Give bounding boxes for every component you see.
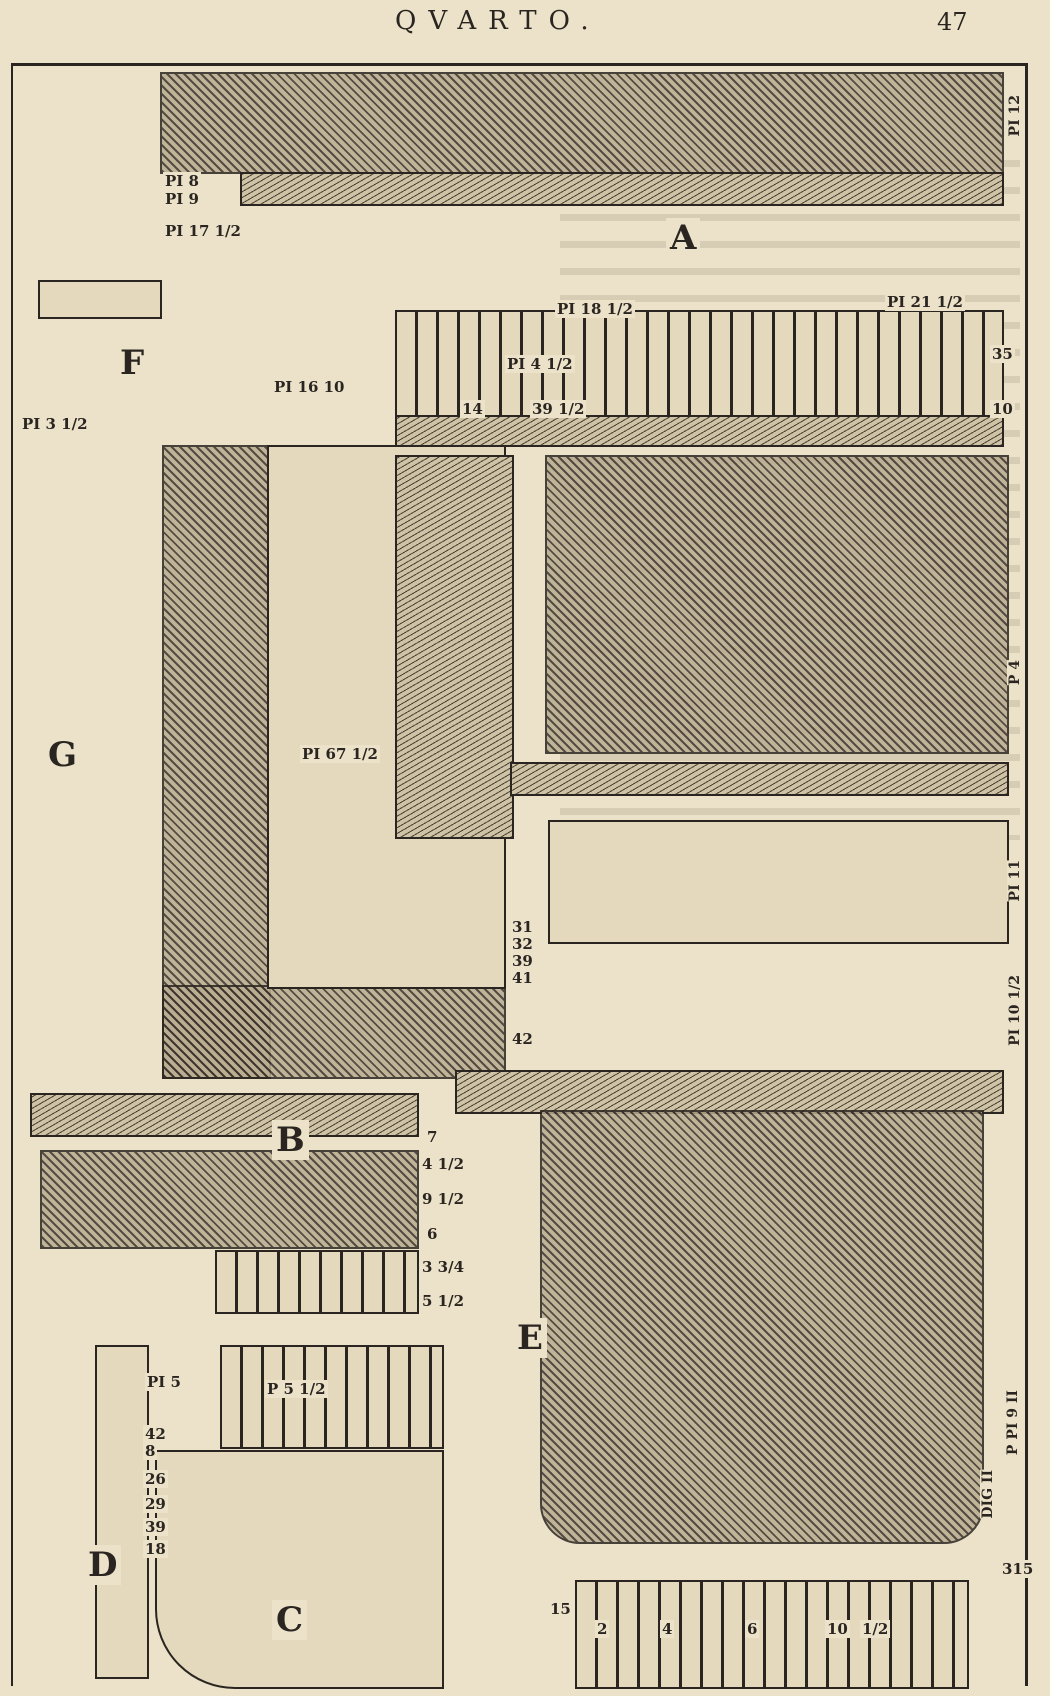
- plate-frame: [11, 63, 1028, 1686]
- measure-pi-17: PI 17 1/2: [163, 222, 243, 240]
- moulding-A: [395, 415, 1004, 447]
- measure-pi-4: PI 4 1/2: [505, 355, 575, 373]
- measure-b-7: 7: [425, 1128, 440, 1146]
- measure-p-4: P 4: [1007, 660, 1023, 686]
- cornice-B-lower: [40, 1150, 419, 1249]
- measure-c-42: 42: [143, 1425, 168, 1443]
- corinthian-capital-E: [540, 1110, 984, 1544]
- measure-42: 42: [510, 1030, 535, 1048]
- measure-41: 41: [510, 969, 535, 987]
- measure-dig-ii: DIG II: [980, 1470, 996, 1519]
- measure-e-half: 1/2: [860, 1620, 891, 1638]
- dentils-B: [215, 1250, 419, 1314]
- measure-b-9: 9 1/2: [420, 1190, 467, 1208]
- dentils-A: [395, 310, 1004, 419]
- moulding-F: [38, 280, 162, 319]
- measure-c-29: 29: [143, 1495, 168, 1513]
- column-shaft-C: [220, 1345, 444, 1449]
- measure-pi-11: PI 11: [1007, 860, 1023, 902]
- measure-pi-18: PI 18 1/2: [555, 300, 635, 318]
- figure-label-E: E: [513, 1318, 547, 1358]
- cornice-band-A: [240, 172, 1004, 206]
- measure-pi-3: PI 3 1/2: [20, 415, 90, 433]
- measure-39: 39: [510, 952, 535, 970]
- figure-label-A: A: [666, 218, 701, 258]
- figure-label-B: B: [272, 1120, 309, 1160]
- measure-pi-10: PI 10 1/2: [1007, 975, 1023, 1046]
- measure-p-pi-9: P PI 9 II: [1005, 1390, 1021, 1456]
- measure-b-5: 5 1/2: [420, 1292, 467, 1310]
- figure-label-F: F: [116, 343, 149, 383]
- measure-e-15: 15: [548, 1600, 573, 1618]
- measure-a-14: 14: [460, 400, 485, 418]
- measure-pi-8: PI 8: [163, 172, 201, 190]
- column-base-D: [95, 1345, 149, 1679]
- base-mouldings-C: [155, 1450, 444, 1689]
- measure-315: 315: [1000, 1560, 1036, 1578]
- measure-c-39: 39: [143, 1518, 168, 1536]
- measure-b-4: 4 1/2: [420, 1155, 467, 1173]
- measure-pi-1610: PI 16 10: [272, 378, 347, 396]
- frieze-A: [160, 72, 1004, 174]
- measure-p-5: P 5 1/2: [265, 1380, 328, 1398]
- figure-label-G: G: [44, 735, 82, 775]
- figure-label-C: C: [272, 1600, 308, 1640]
- frame-G-bottom: [162, 985, 506, 1079]
- figure-label-D: D: [84, 1545, 122, 1585]
- measure-a-35: 35: [990, 345, 1015, 363]
- measure-e-4: 4: [660, 1620, 675, 1638]
- measure-a-10: 10: [990, 400, 1015, 418]
- measure-pi-12: PI 12: [1007, 95, 1023, 137]
- measure-32: 32: [510, 935, 535, 953]
- measure-pi-9: PI 9: [163, 190, 201, 208]
- frame-G: [162, 445, 271, 1079]
- measure-e-10: 10: [825, 1620, 850, 1638]
- measure-e-6: 6: [745, 1620, 760, 1638]
- measure-b-6: 6: [425, 1225, 440, 1243]
- measure-e-2: 2: [595, 1620, 610, 1638]
- measure-c-8: 8: [143, 1442, 158, 1460]
- cornice-B: [30, 1093, 419, 1137]
- plain-band: [548, 820, 1009, 944]
- measure-pi-6710: PI 67 1/2: [300, 745, 380, 763]
- measure-c-26: 26: [143, 1470, 168, 1488]
- measure-b-3: 3 3/4: [420, 1258, 467, 1276]
- moulding-band: [510, 762, 1009, 796]
- measure-31: 31: [510, 918, 535, 936]
- page-number: 47: [937, 8, 968, 36]
- abacus-E: [455, 1070, 1004, 1114]
- running-title: QVARTO.: [395, 6, 601, 36]
- measure-pi-5: PI 5: [145, 1373, 183, 1391]
- coffer-panel: [395, 455, 514, 839]
- measure-c-18: 18: [143, 1540, 168, 1558]
- measure-a-39: 39 1/2: [530, 400, 587, 418]
- measure-pi-21: PI 21 1/2: [885, 293, 965, 311]
- column-fluting-E: [575, 1580, 969, 1689]
- cherub-frieze: [545, 455, 1009, 754]
